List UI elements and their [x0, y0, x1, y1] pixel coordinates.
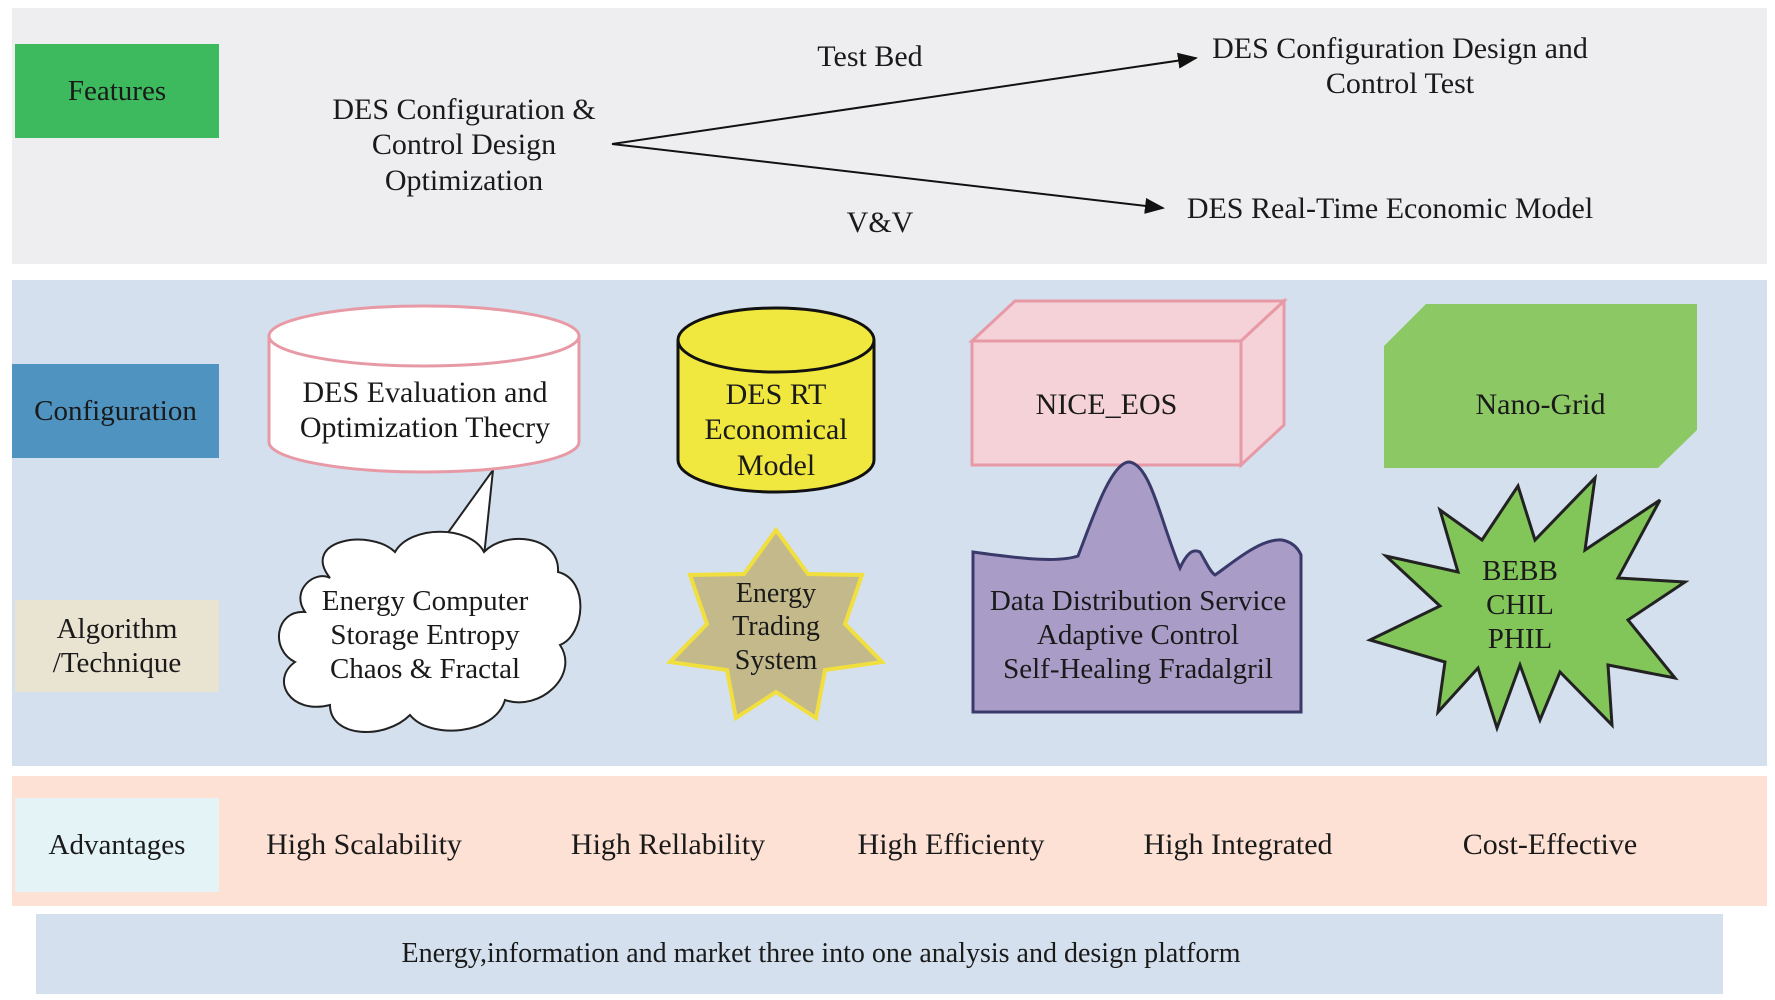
- real-time-economic-model-text: DES Real-Time Economic Model: [1186, 192, 1594, 226]
- vv-label: V&V: [846, 206, 914, 240]
- nano-grid-text: Nano-Grid: [1475, 388, 1606, 422]
- advantage-item: High Scalability: [266, 828, 462, 862]
- 3d-box-shape: [968, 297, 1288, 469]
- configuration-tag: [12, 364, 219, 458]
- features-tag-label: Features: [67, 74, 167, 107]
- platform-band: [36, 914, 1723, 994]
- bebb-chil-phil-text: BEBB CHIL PHIL: [1482, 554, 1558, 656]
- features-tag: [15, 44, 219, 138]
- advantage-item: High Rellability: [570, 828, 766, 862]
- features-band: [12, 8, 1767, 264]
- snip-corner-rectangle-shape: [1384, 304, 1697, 468]
- advantages-band: [12, 776, 1767, 906]
- test-bed-arrow: [611, 52, 1198, 145]
- test-bed-label: Test Bed: [817, 40, 923, 74]
- cylinder-shape: [267, 304, 581, 474]
- advantages-tag: [15, 798, 219, 892]
- vv-arrow: [611, 143, 1165, 214]
- config-design-control-test-text: DES Configuration Design and Control Tes…: [1212, 31, 1588, 100]
- platform-banner-text: Energy,information and market three into…: [401, 938, 1241, 970]
- yellow-cylinder-shape: [676, 306, 876, 494]
- energy-trading-system-text: Energy Trading System: [732, 578, 820, 676]
- data-distribution-text: Data Distribution Service Adaptive Contr…: [989, 584, 1287, 686]
- features-source-text: DES Configuration & Control Design Optim…: [332, 92, 596, 197]
- des-evaluation-text: DES Evaluation and Optimization Thecry: [299, 375, 551, 444]
- algorithm-tag: [15, 600, 219, 692]
- wave-shape: [971, 460, 1303, 714]
- seven-point-star-shape: [665, 526, 887, 722]
- nice-eos-text: NICE_EOS: [1035, 388, 1178, 422]
- des-rt-model-text: DES RT Economical Model: [704, 377, 848, 482]
- algorithm-tag-label: Algorithm /Technique: [52, 612, 182, 679]
- advantages-tag-label: Advantages: [48, 828, 186, 861]
- advantage-item: High Integrated: [1143, 828, 1333, 862]
- configuration-tag-label: Configuration: [34, 394, 197, 427]
- advantage-item: High Efficienty: [857, 828, 1045, 862]
- cloud-text: Energy Computer Storage Entropy Chaos & …: [321, 584, 529, 686]
- advantage-item: Cost-Effective: [1462, 828, 1638, 862]
- explosion-shape: [1365, 473, 1690, 733]
- cloud-callout-shape: [278, 530, 582, 733]
